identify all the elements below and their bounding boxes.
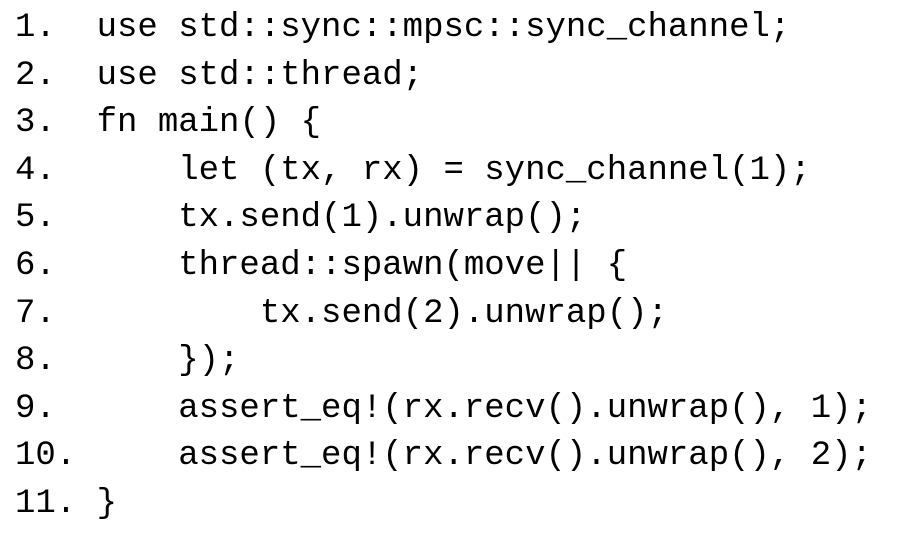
code-line: 10. assert_eq!(rx.recv().unwrap(), 2); <box>15 433 898 481</box>
code-line: 4. let (tx, rx) = sync_channel(1); <box>15 148 898 196</box>
code-text: assert_eq!(rx.recv().unwrap(), 1); <box>96 389 872 428</box>
code-text: use std::sync::mpsc::sync_channel; <box>96 9 791 47</box>
line-number: 7. <box>15 294 56 333</box>
code-listing: 1. use std::sync::mpsc::sync_channel;2. us… <box>15 5 898 529</box>
code-text: use std::thread; <box>96 56 424 95</box>
code-line: 9. assert_eq!(rx.recv().unwrap(), 1); <box>15 386 898 434</box>
line-number: 11. <box>15 484 77 523</box>
line-number: 5. <box>15 199 56 238</box>
line-number: 1. <box>15 9 56 47</box>
line-number: 10. <box>15 437 77 476</box>
page: 1. use std::sync::mpsc::sync_channel;2. us… <box>15 5 898 529</box>
line-number: 9. <box>15 389 56 428</box>
line-number: 4. <box>15 151 56 190</box>
line-number: 2. <box>15 56 56 95</box>
code-line: 11.} <box>15 481 898 529</box>
line-number: 8. <box>15 342 56 381</box>
line-number: 6. <box>15 246 56 285</box>
line-number: 3. <box>15 104 56 143</box>
code-text: }); <box>96 342 240 381</box>
code-text: thread::spawn(move|| { <box>96 246 628 285</box>
code-line: 5. tx.send(1).unwrap(); <box>15 195 898 243</box>
code-line: 2. use std::thread; <box>15 53 898 101</box>
code-text: tx.send(1).unwrap(); <box>96 199 587 238</box>
code-text: fn main() { <box>96 104 322 143</box>
code-line: 6. thread::spawn(move|| { <box>15 243 898 291</box>
code-text: assert_eq!(rx.recv().unwrap(), 2); <box>96 437 872 476</box>
code-line: 8. }); <box>15 338 898 386</box>
code-text: tx.send(2).unwrap(); <box>96 294 668 333</box>
code-line: 1. use std::sync::mpsc::sync_channel; <box>15 5 898 53</box>
code-text: } <box>96 484 118 523</box>
code-text: let (tx, rx) = sync_channel(1); <box>96 151 811 190</box>
code-line: 3. fn main() { <box>15 100 898 148</box>
code-line: 7. tx.send(2).unwrap(); <box>15 291 898 339</box>
